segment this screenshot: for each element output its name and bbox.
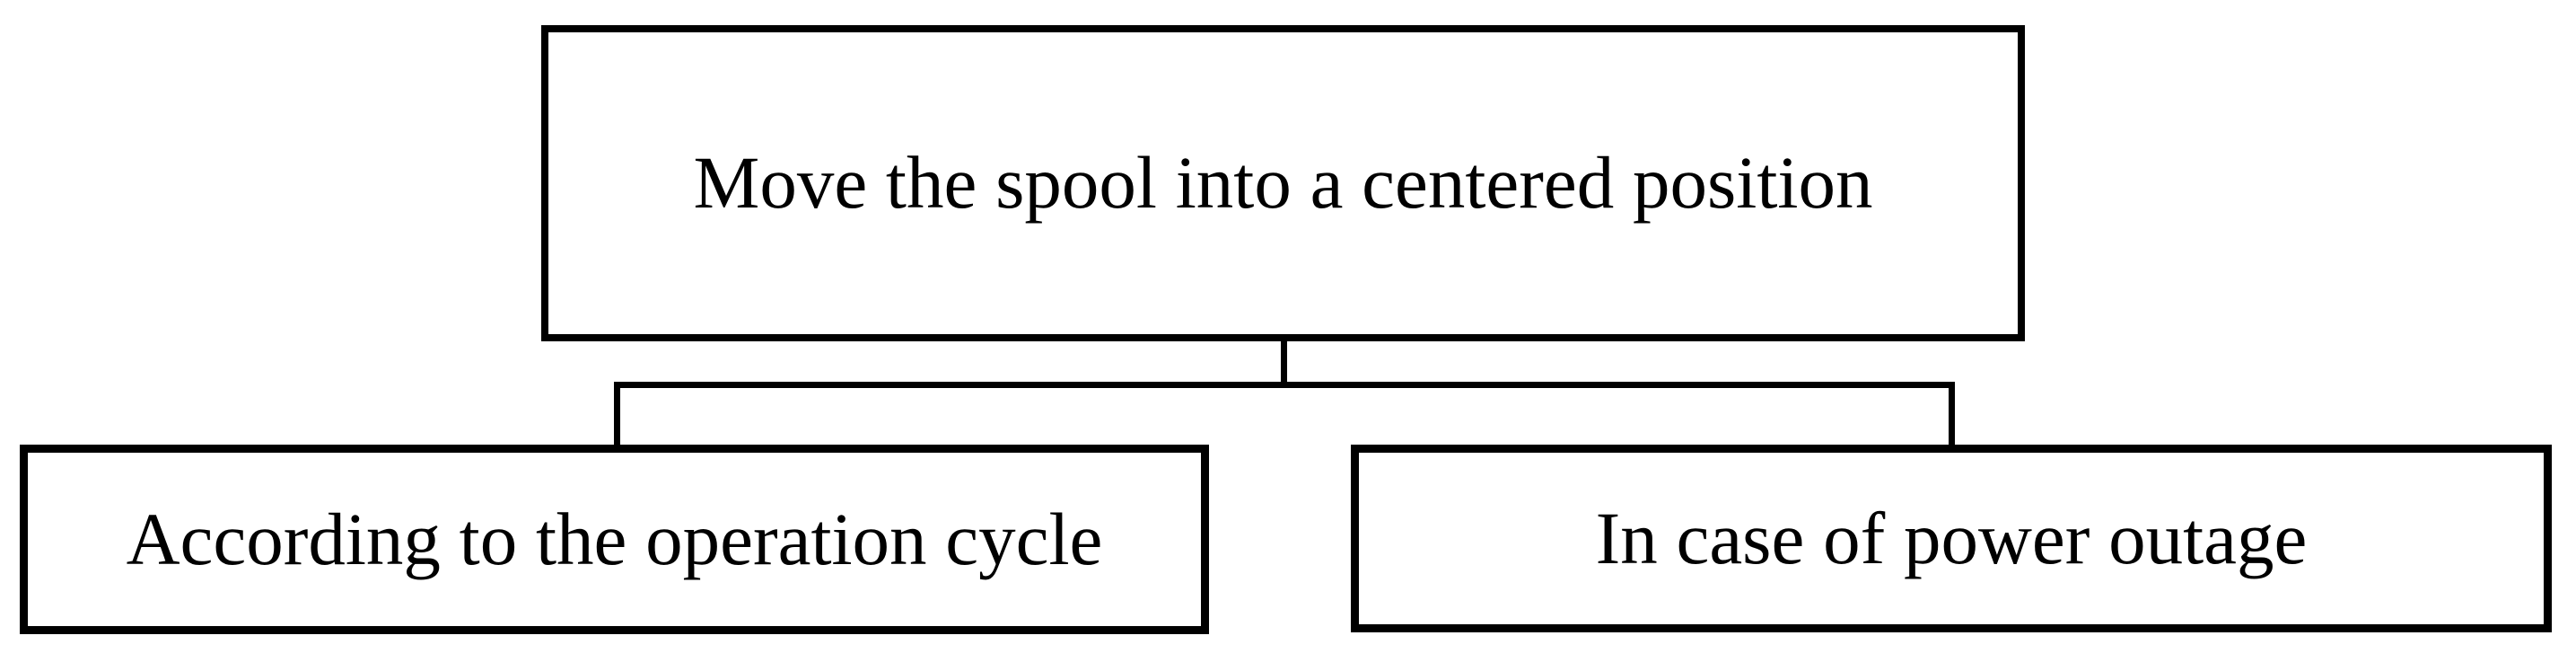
root-node-label: Move the spool into a centered position bbox=[693, 141, 1873, 225]
connector-drop-left bbox=[614, 382, 620, 448]
child-node-power-outage-label: In case of power outage bbox=[1595, 496, 2308, 579]
connector-bracket-horizontal bbox=[614, 382, 1955, 388]
connector-drop-right bbox=[1949, 382, 1955, 448]
connector-root-stub bbox=[1281, 340, 1287, 384]
root-node: Move the spool into a centered position bbox=[541, 25, 2025, 341]
child-node-operation-cycle: According to the operation cycle bbox=[20, 445, 1209, 634]
child-node-operation-cycle-label: According to the operation cycle bbox=[126, 497, 1103, 580]
child-node-power-outage: In case of power outage bbox=[1351, 445, 2552, 632]
